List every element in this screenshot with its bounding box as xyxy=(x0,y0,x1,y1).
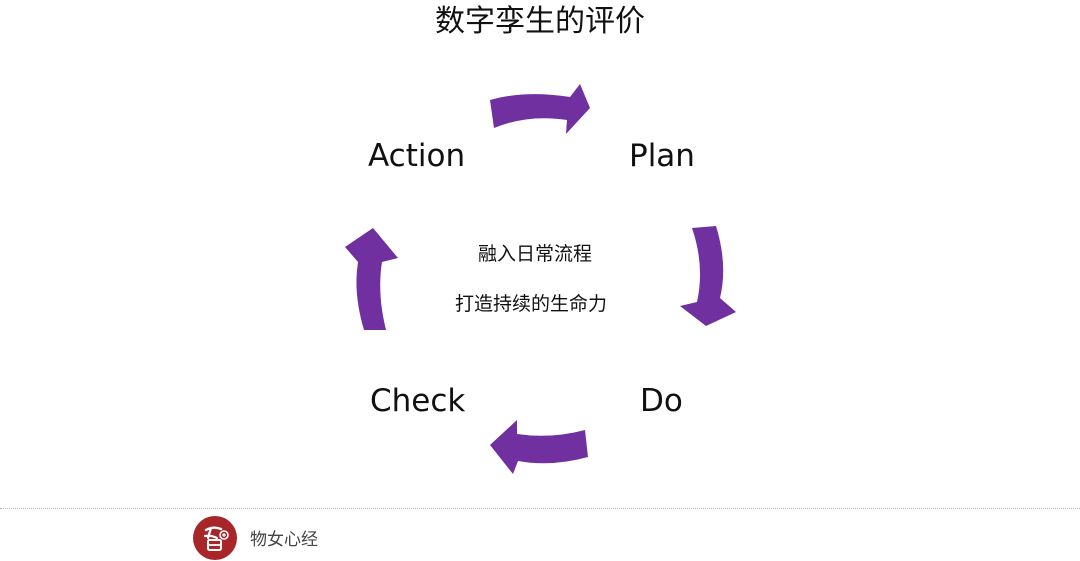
stage-label-do: Do xyxy=(640,383,683,419)
arrow-do-to-check xyxy=(490,420,588,474)
stage-label-check: Check xyxy=(370,383,466,419)
footer-brand-name: 物女心经 xyxy=(250,530,318,550)
stage-label-plan: Plan xyxy=(629,138,695,174)
footer-divider xyxy=(0,508,1080,509)
center-text-line-2: 打造持续的生命力 xyxy=(455,293,608,315)
arrow-action-to-plan xyxy=(490,84,590,134)
stage-label-action: Action xyxy=(368,138,466,174)
brand-seal-icon xyxy=(193,516,237,560)
arrow-plan-to-do xyxy=(680,226,736,326)
arrow-check-to-action xyxy=(345,228,398,330)
page-title: 数字孪生的评价 xyxy=(435,4,645,39)
center-text-line-1: 融入日常流程 xyxy=(478,243,593,265)
